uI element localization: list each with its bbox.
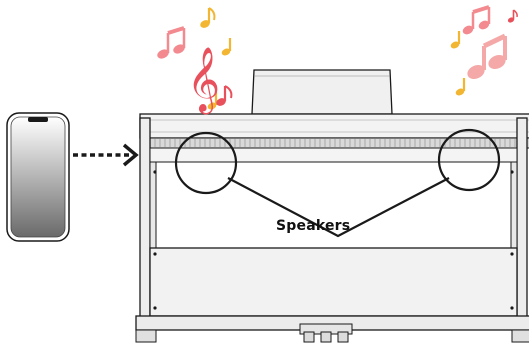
dotted-arrow-icon	[73, 143, 139, 167]
music-notes-icon	[450, 5, 518, 96]
speakers-label: Speakers	[276, 218, 351, 234]
pedals	[299, 323, 353, 343]
svg-text:𝄞: 𝄞	[187, 47, 220, 114]
treble-clef-icon: 𝄞	[187, 47, 220, 114]
smartphone-icon	[6, 112, 70, 242]
speaker-circle-icon	[174, 128, 501, 238]
music-notes-icon	[157, 7, 233, 110]
digital-piano-icon	[135, 113, 529, 343]
music-stand	[251, 69, 393, 115]
